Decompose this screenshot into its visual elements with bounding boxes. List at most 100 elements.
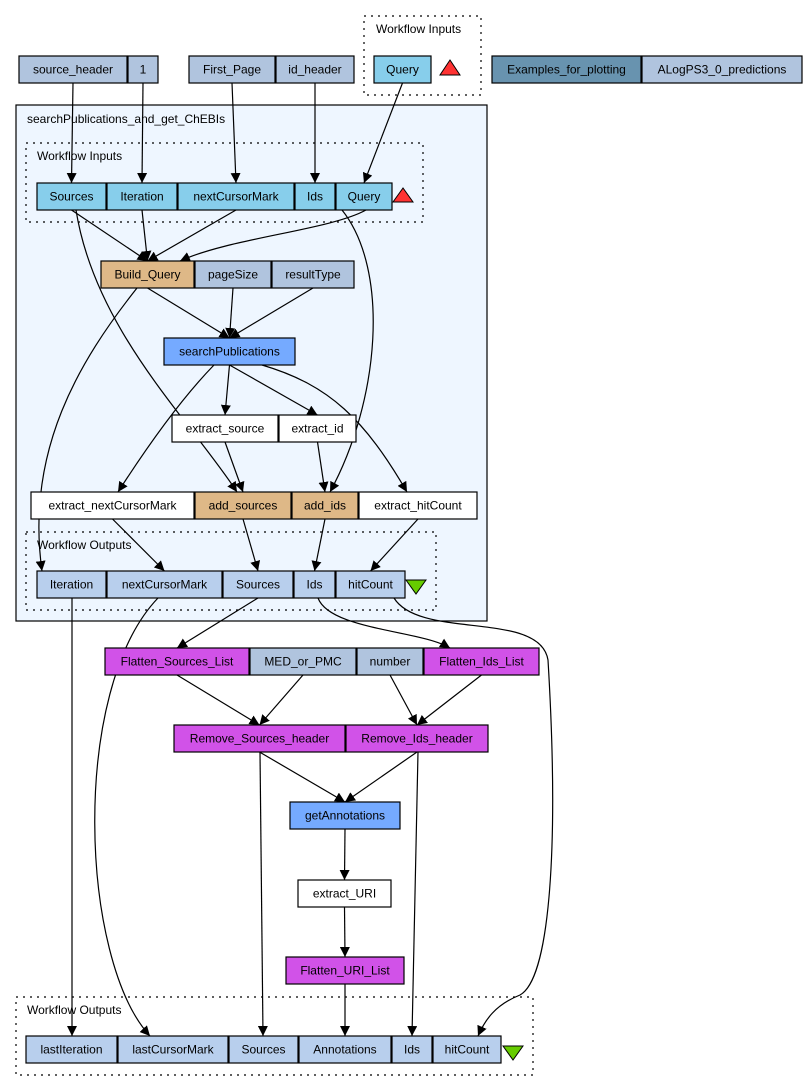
node-extract-nextcursormark[interactable]: extract_nextCursorMark bbox=[30, 491, 195, 520]
edge-out-hitcount-to-final-hitcount bbox=[393, 597, 554, 1037]
node-label: Flatten_URI_List bbox=[300, 964, 390, 978]
node-in-nextcursormark[interactable]: nextCursorMark bbox=[177, 182, 295, 211]
node-box[interactable] bbox=[228, 1035, 299, 1064]
node-box[interactable] bbox=[36, 570, 107, 599]
node-getannotations[interactable]: getAnnotations bbox=[289, 801, 401, 830]
node-box[interactable] bbox=[249, 647, 357, 676]
node-add-sources[interactable]: add_sources bbox=[194, 491, 292, 520]
node-box[interactable] bbox=[171, 414, 279, 443]
node-final-annotations[interactable]: Annotations bbox=[298, 1035, 392, 1064]
node-flatten-ids-list[interactable]: Flatten_Ids_List bbox=[423, 647, 540, 676]
node-box[interactable] bbox=[289, 801, 401, 830]
node-out-nextcursormark[interactable]: nextCursorMark bbox=[106, 570, 223, 599]
node-in-sources[interactable]: Sources bbox=[36, 182, 107, 211]
edge-searchpublications-to-extract-id bbox=[229, 364, 318, 416]
node-box[interactable] bbox=[423, 647, 540, 676]
node-final-lastcursormark[interactable]: lastCursorMark bbox=[117, 1035, 229, 1064]
node-final-hitcount[interactable]: hitCount bbox=[432, 1035, 502, 1064]
node-in-query[interactable]: Query bbox=[335, 182, 393, 211]
node-in-ids[interactable]: Ids bbox=[294, 182, 336, 211]
node-box[interactable] bbox=[194, 491, 292, 520]
node-box[interactable] bbox=[491, 55, 642, 84]
node-box[interactable] bbox=[293, 570, 336, 599]
node-remove-ids-header[interactable]: Remove_Ids_header bbox=[345, 724, 489, 753]
node-box[interactable] bbox=[18, 55, 128, 84]
node-flatten-sources-list[interactable]: Flatten_Sources_List bbox=[104, 647, 250, 676]
node-label: extract_id bbox=[291, 422, 343, 436]
cluster-label: Workflow Outputs bbox=[27, 1003, 121, 1017]
node-box[interactable] bbox=[358, 491, 478, 520]
node-out-sources[interactable]: Sources bbox=[222, 570, 294, 599]
node-label: Query bbox=[386, 63, 419, 77]
node-out-hitcount[interactable]: hitCount bbox=[335, 570, 406, 599]
node-box[interactable] bbox=[104, 647, 250, 676]
node-pagesize[interactable]: pageSize bbox=[194, 260, 272, 289]
node-extract-hitcount[interactable]: extract_hitCount bbox=[358, 491, 478, 520]
node-box[interactable] bbox=[641, 55, 803, 84]
node-flatten-uri-list[interactable]: Flatten_URI_List bbox=[285, 956, 405, 985]
node-box[interactable] bbox=[100, 260, 195, 289]
node-in-iteration[interactable]: Iteration bbox=[106, 182, 178, 211]
node-one[interactable]: 1 bbox=[127, 55, 159, 84]
node-box[interactable] bbox=[335, 182, 393, 211]
node-alogps[interactable]: ALogPS3_0_predictions bbox=[641, 55, 803, 84]
node-box[interactable] bbox=[163, 337, 296, 366]
node-id-header[interactable]: id_header bbox=[275, 55, 355, 84]
node-box[interactable] bbox=[222, 570, 294, 599]
node-box[interactable] bbox=[432, 1035, 502, 1064]
node-box[interactable] bbox=[373, 55, 432, 84]
node-box[interactable] bbox=[173, 724, 346, 753]
node-label: MED_or_PMC bbox=[264, 655, 342, 669]
node-box[interactable] bbox=[285, 956, 405, 985]
node-box[interactable] bbox=[345, 724, 489, 753]
node-box[interactable] bbox=[106, 182, 178, 211]
node-box[interactable] bbox=[275, 55, 355, 84]
node-box[interactable] bbox=[194, 260, 272, 289]
node-extract-uri[interactable]: extract_URI bbox=[297, 879, 392, 908]
node-extract-source[interactable]: extract_source bbox=[171, 414, 279, 443]
node-box[interactable] bbox=[271, 260, 355, 289]
node-box[interactable] bbox=[297, 879, 392, 908]
node-final-sources[interactable]: Sources bbox=[228, 1035, 299, 1064]
node-add-ids[interactable]: add_ids bbox=[291, 491, 359, 520]
node-examples-for-plotting[interactable]: Examples_for_plotting bbox=[491, 55, 642, 84]
node-searchpublications[interactable]: searchPublications bbox=[163, 337, 296, 366]
node-source-header[interactable]: source_header bbox=[18, 55, 128, 84]
node-box[interactable] bbox=[335, 570, 406, 599]
node-box[interactable] bbox=[36, 182, 107, 211]
node-label: resultType bbox=[285, 268, 341, 282]
node-box[interactable] bbox=[291, 491, 359, 520]
node-box[interactable] bbox=[106, 570, 223, 599]
edge-add-sources-to-out-sources bbox=[242, 518, 261, 572]
node-label: ALogPS3_0_predictions bbox=[658, 63, 787, 77]
node-box[interactable] bbox=[391, 1035, 433, 1064]
node-box[interactable] bbox=[298, 1035, 392, 1064]
node-box[interactable] bbox=[177, 182, 295, 211]
node-out-iteration[interactable]: Iteration bbox=[36, 570, 107, 599]
node-box[interactable] bbox=[188, 55, 276, 84]
node-top-query[interactable]: Query bbox=[373, 55, 432, 84]
node-final-lastiteration[interactable]: lastIteration bbox=[25, 1035, 118, 1064]
node-remove-sources-header[interactable]: Remove_Sources_header bbox=[173, 724, 346, 753]
edge-add-ids-to-out-ids bbox=[311, 518, 326, 572]
node-label: Sources bbox=[49, 190, 93, 204]
node-first-page[interactable]: First_Page bbox=[188, 55, 276, 84]
node-box[interactable] bbox=[117, 1035, 229, 1064]
node-extract-id[interactable]: extract_id bbox=[278, 414, 357, 443]
cluster-label: Workflow Outputs bbox=[37, 538, 131, 552]
node-box[interactable] bbox=[25, 1035, 118, 1064]
node-final-ids[interactable]: Ids bbox=[391, 1035, 433, 1064]
node-resulttype[interactable]: resultType bbox=[271, 260, 355, 289]
node-box[interactable] bbox=[356, 647, 424, 676]
node-box[interactable] bbox=[30, 491, 195, 520]
node-label: extract_hitCount bbox=[374, 499, 462, 513]
edge-first-page-to-in-nextcursormark bbox=[230, 82, 241, 184]
edge-extract-hitcount-to-out-hitcount bbox=[370, 518, 419, 572]
node-med-or-pmc[interactable]: MED_or_PMC bbox=[249, 647, 357, 676]
node-box[interactable] bbox=[127, 55, 159, 84]
node-box[interactable] bbox=[278, 414, 357, 443]
node-number[interactable]: number bbox=[356, 647, 424, 676]
node-build-query[interactable]: Build_Query bbox=[100, 260, 195, 289]
node-out-ids[interactable]: Ids bbox=[293, 570, 336, 599]
node-box[interactable] bbox=[294, 182, 336, 211]
